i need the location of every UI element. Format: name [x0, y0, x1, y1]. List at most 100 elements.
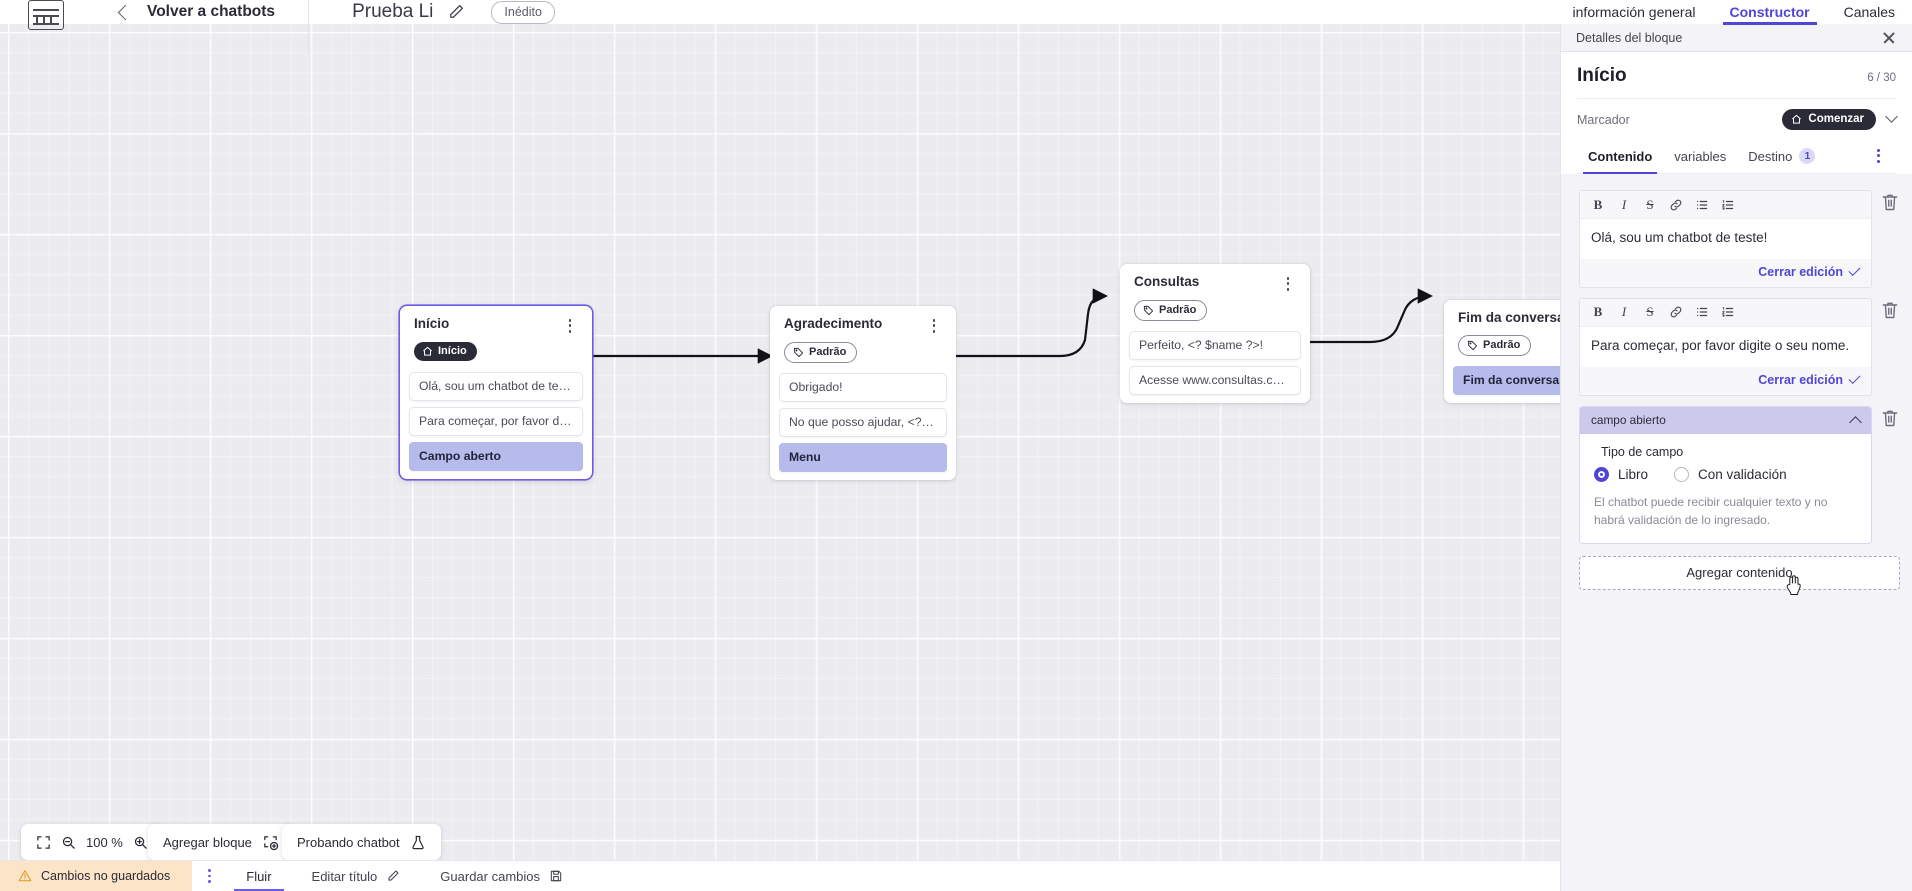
node-tag: Padrão — [1458, 334, 1532, 357]
block-details-panel: Detalles del bloque Início 6 / 30 Marcad… — [1560, 24, 1912, 891]
tab-informacion-general[interactable]: información general — [1572, 4, 1696, 20]
add-block-label: Agregar bloque — [163, 834, 252, 850]
numbered-list-icon[interactable] — [1715, 302, 1741, 323]
tab-canales[interactable]: Canales — [1843, 4, 1895, 20]
unsaved-changes-banner: Cambios no guardados — [0, 861, 193, 891]
radio-con-validacion[interactable]: Con validación — [1674, 466, 1787, 482]
panel-tab-label: Destino — [1748, 148, 1793, 164]
node-header: Agradecimento — [770, 316, 956, 333]
chevron-down-icon[interactable] — [1885, 110, 1898, 123]
strikethrough-icon[interactable]: S — [1646, 304, 1654, 320]
panel-header-label: Detalles del bloque — [1576, 30, 1683, 45]
rich-text-editor[interactable]: B I S Olá, sou um chatbot de teste! Cer — [1579, 190, 1872, 288]
warning-icon — [18, 870, 32, 882]
numbered-list-icon[interactable] — [1715, 194, 1741, 215]
bold-icon[interactable]: B — [1593, 196, 1603, 212]
delete-icon[interactable] — [1880, 406, 1900, 428]
add-content-button[interactable]: Agregar contenido — [1579, 555, 1900, 595]
link-icon[interactable] — [1663, 194, 1689, 215]
close-edit-button[interactable]: Cerrar edición — [1580, 366, 1871, 395]
zoom-controls[interactable]: 100 % — [21, 824, 163, 860]
workspace-tabs: información general Constructor Canales — [1560, 0, 1912, 25]
node-menu-icon[interactable] — [926, 317, 942, 333]
panel-tab-destino[interactable]: Destino 1 — [1737, 142, 1826, 173]
node-action[interactable]: Campo aberto — [409, 441, 583, 471]
node-message[interactable]: Olá, sou um chatbot de teste! — [409, 371, 583, 401]
editor-text[interactable]: Para começar, por favor digite o seu nom… — [1580, 326, 1871, 367]
field-card-header[interactable]: campo abierto — [1580, 406, 1871, 434]
top-bar: Volver a chatbots Prueba Li Inédito — [0, 0, 1560, 54]
test-chatbot-label: Probando chatbot — [297, 834, 400, 850]
chevron-up-icon[interactable] — [1849, 416, 1862, 430]
link-icon[interactable] — [1663, 302, 1689, 323]
content-block: B I S Olá, sou um chatbot de teste! Cer — [1579, 190, 1900, 288]
statusbar-more-icon[interactable] — [192, 861, 226, 891]
node-action[interactable]: Fim da conversa — [1453, 366, 1560, 396]
status-badge: Inédito — [491, 0, 555, 24]
node-body: Olá, sou um chatbot de teste! Para começ… — [400, 371, 592, 471]
delete-icon[interactable] — [1880, 298, 1900, 320]
node-message[interactable]: Acesse www.consultas.com par... — [1129, 366, 1301, 396]
field-block: campo abierto Tipo de campo Libro Con va… — [1579, 405, 1900, 544]
app-logo[interactable] — [28, 0, 64, 30]
node-message[interactable]: Perfeito, <? $name ?>! — [1129, 331, 1301, 361]
close-edit-button[interactable]: Cerrar edición — [1580, 258, 1871, 287]
bold-icon[interactable]: B — [1593, 304, 1603, 320]
rich-text-editor[interactable]: B I S Para começar, por favor digite o s… — [1579, 297, 1872, 396]
node-tag: Padrão — [784, 341, 858, 364]
marker-value-chip[interactable]: Comenzar — [1782, 109, 1876, 130]
panel-tab-contenido[interactable]: Contenido — [1577, 143, 1663, 175]
bot-title: Prueba Li — [352, 1, 434, 22]
radio-label: Libro — [1618, 466, 1649, 482]
flow-node-agradecimento[interactable]: Agradecimento Padrão Obrigado! No que po… — [770, 306, 956, 481]
statusbar-tab-label: Guardar cambios — [440, 868, 541, 884]
node-message[interactable]: Obrigado! — [779, 373, 947, 403]
bullet-list-icon[interactable] — [1689, 194, 1715, 215]
test-chatbot-button[interactable]: Probando chatbot — [282, 824, 441, 860]
zoom-in-icon[interactable] — [133, 835, 148, 850]
field-hint: El chatbot puede recibir cualquier texto… — [1594, 494, 1828, 527]
node-message[interactable]: No que posso ajudar, <? $name ... — [779, 408, 947, 438]
panel-content[interactable]: B I S Olá, sou um chatbot de teste! Cer — [1561, 174, 1912, 891]
panel-tab-variables[interactable]: variables — [1663, 143, 1737, 173]
statusbar-tab-guardar-cambios[interactable]: Guardar cambios — [420, 861, 583, 891]
open-field-card[interactable]: campo abierto Tipo de campo Libro Con va… — [1579, 405, 1872, 544]
radio-libro[interactable]: Libro — [1594, 466, 1649, 482]
node-menu-icon[interactable] — [1280, 275, 1296, 291]
statusbar-tab-label: Editar título — [311, 868, 378, 884]
flow-canvas[interactable]: Início Início Olá, sou um chatbot de tes… — [0, 24, 1560, 860]
panel-tab-label: variables — [1674, 149, 1727, 164]
italic-icon[interactable]: I — [1621, 196, 1627, 212]
tag-icon — [793, 347, 804, 357]
delete-icon[interactable] — [1880, 190, 1900, 212]
panel-more-icon[interactable] — [1861, 143, 1896, 173]
strikethrough-icon[interactable]: S — [1646, 196, 1654, 212]
tab-constructor[interactable]: Constructor — [1713, 0, 1827, 25]
statusbar-tab-editar-titulo[interactable]: Editar título — [292, 861, 421, 891]
flow-node-consultas[interactable]: Consultas Padrão Perfeito, <? $name ?>! … — [1120, 264, 1310, 404]
pencil-icon — [388, 870, 399, 881]
statusbar-tab-fluir[interactable]: Fluir — [226, 861, 291, 891]
radio-dot — [1674, 466, 1690, 482]
back-chevron-icon[interactable] — [117, 4, 134, 20]
pencil-icon[interactable] — [447, 3, 465, 21]
bullet-list-icon[interactable] — [1689, 302, 1715, 323]
node-tag-label: Início — [438, 345, 467, 358]
italic-icon[interactable]: I — [1621, 304, 1627, 320]
back-to-chatbots-link[interactable]: Volver a chatbots — [147, 3, 276, 20]
tag-icon — [1143, 305, 1154, 315]
zoom-out-icon[interactable] — [61, 835, 76, 850]
fit-screen-icon[interactable] — [36, 835, 51, 850]
flow-node-fim-da-conversa[interactable]: Fim da conversa Padrão Fim da conversa — [1444, 300, 1560, 404]
node-tag-label: Padrão — [1483, 339, 1521, 352]
node-tag-label: Padrão — [809, 346, 847, 359]
block-name: Início — [1577, 65, 1627, 86]
node-message[interactable]: Para começar, por favor digite o ... — [409, 406, 583, 436]
node-title: Fim da conversa — [1458, 310, 1560, 325]
add-block-button[interactable]: Agregar bloque — [148, 824, 294, 860]
editor-text[interactable]: Olá, sou um chatbot de teste! — [1580, 219, 1871, 259]
close-icon[interactable] — [1881, 30, 1897, 46]
flow-node-inicio[interactable]: Início Início Olá, sou um chatbot de tes… — [400, 306, 592, 479]
node-action[interactable]: Menu — [779, 443, 947, 473]
node-menu-icon[interactable] — [562, 317, 578, 333]
